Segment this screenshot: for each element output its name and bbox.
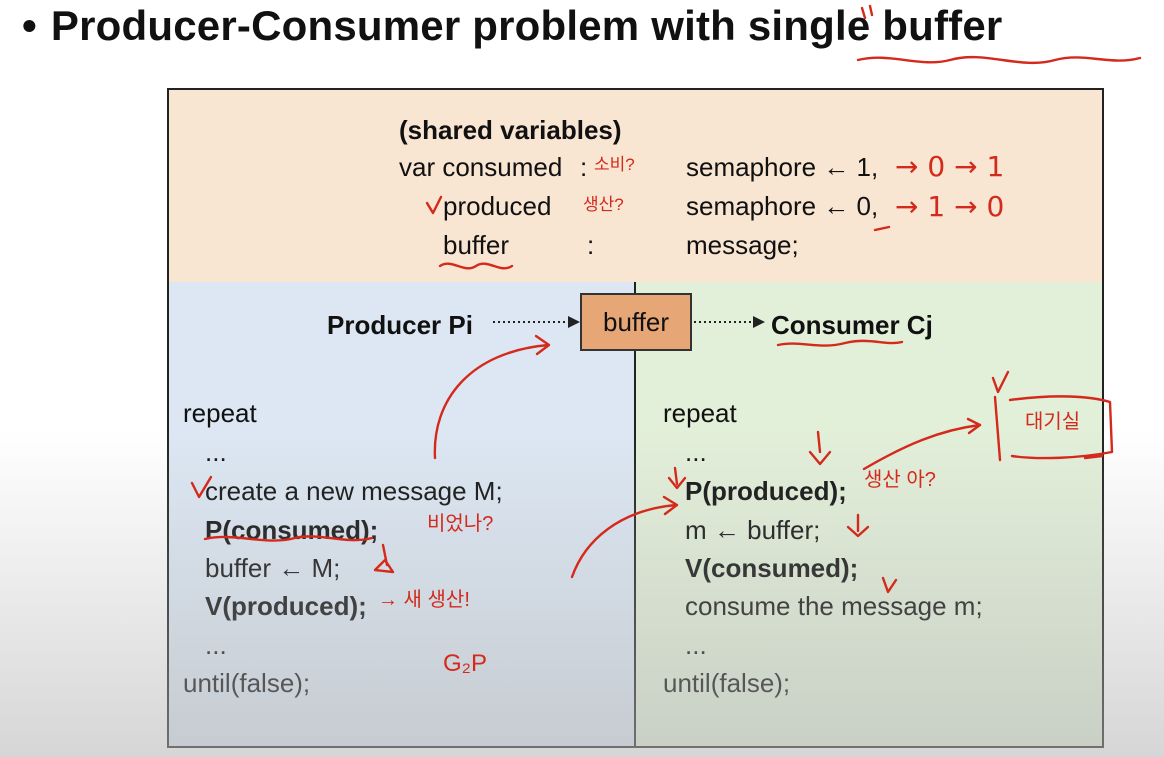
shared-var-buffer-colon: : [587,230,595,260]
producer-to-buffer-arrowhead [568,316,580,328]
shared-variables-panel [169,90,1102,284]
shared-var-consumed-value: semaphore ← 1, [686,152,879,182]
consumed-trace-note: → 0 → 1 [895,150,1005,183]
slide-title: • Producer-Consumer problem with single b… [22,2,1002,50]
buffer-box: buffer [580,293,692,351]
p-produced-note: 생산 아? [864,469,936,491]
bullet-glyph: • [22,2,37,49]
shared-var-produced-name: produced [443,191,552,221]
corner-handwritten-note: G₂P [443,650,487,677]
shared-var-consumed-colon: : [580,152,588,182]
slide-title-text: Producer-Consumer problem with single bu… [50,2,1003,49]
consumer-line-repeat: repeat [663,398,737,428]
consumed-handwritten-note: 소비? [594,155,635,174]
shared-var-consumed-name: var consumed [399,152,563,182]
shared-var-buffer-name: buffer [443,230,510,260]
p-consumed-note: 비었나? [427,513,494,535]
consumer-label: Consumer Cj [771,310,933,340]
v-produced-note: → 새 생산! [378,589,470,611]
producer-line-repeat: repeat [183,398,257,428]
produced-handwritten-note: 생산? [583,195,624,214]
producer-label: Producer Pi [327,310,473,340]
buffer-to-consumer-arrowhead [753,316,765,328]
produced-trace-note: → 1 → 0 [895,190,1005,223]
shared-variables-heading: (shared variables) [399,115,622,145]
shared-var-buffer-value: message; [686,230,799,260]
shared-var-produced-value: semaphore ← 0, [686,191,879,221]
wait-room-note: 대기실 [1025,411,1081,433]
